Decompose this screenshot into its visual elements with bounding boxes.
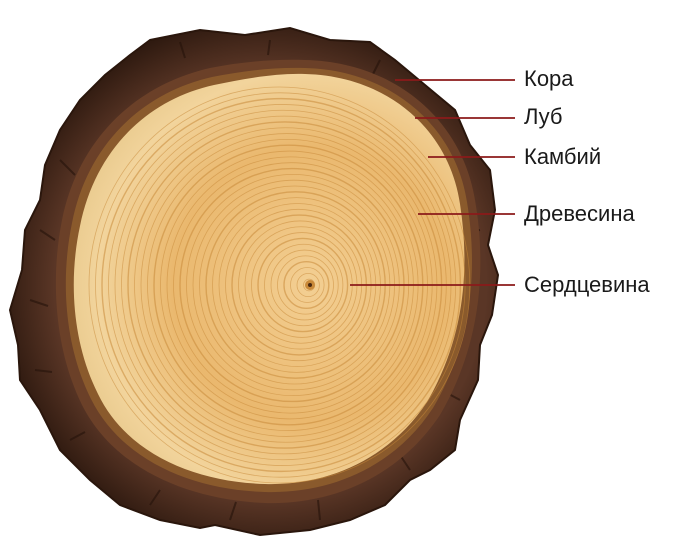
growth-ring [257, 237, 349, 333]
growth-ring [283, 261, 330, 309]
label-wood: Древесина [524, 201, 635, 226]
growth-ring [290, 267, 325, 303]
label-pith: Сердцевина [524, 272, 650, 297]
growth-ring [277, 255, 334, 315]
growth-ring [296, 272, 320, 298]
label-cambium: Камбий [524, 144, 602, 169]
wood-layer [73, 73, 465, 485]
growth-ring [264, 243, 344, 327]
label-bark: Кора [524, 66, 574, 91]
leader-lines [350, 79, 515, 286]
growth-ring [270, 249, 339, 321]
label-phloem: Луб [524, 104, 563, 129]
pith-dot [308, 283, 312, 287]
